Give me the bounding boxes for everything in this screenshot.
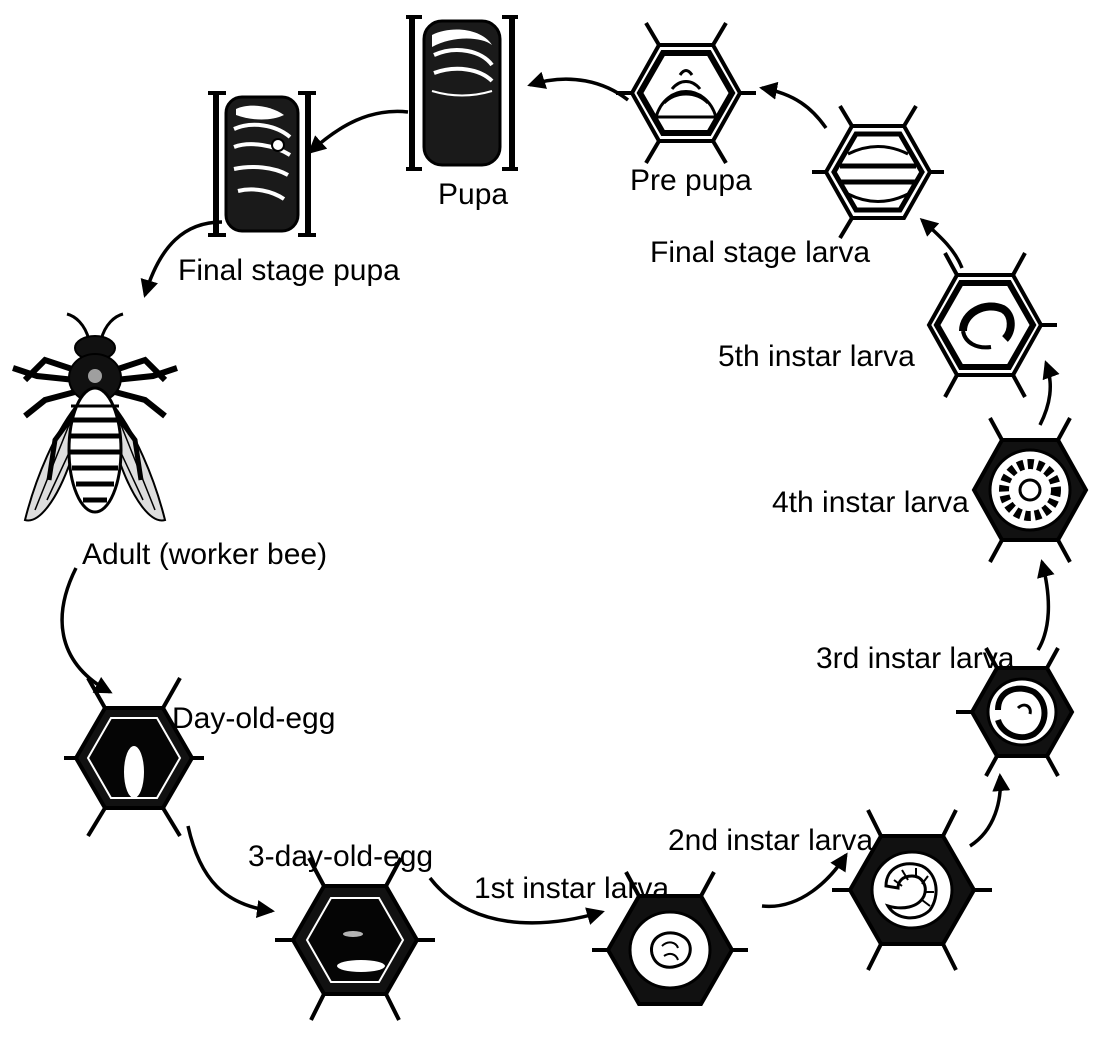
side-cell-developed-pupa-icon bbox=[208, 93, 316, 235]
stage-label-final-stage-larva: Final stage larva bbox=[650, 236, 870, 269]
stage-label-3rd-instar-larva: 3rd instar larva bbox=[816, 642, 1015, 675]
hex-cell-capped-prepupa-icon bbox=[616, 23, 756, 163]
arrow-adult-to-day-old-egg bbox=[62, 568, 110, 692]
stage-label-2nd-instar-larva: 2nd instar larva bbox=[668, 824, 873, 857]
stage-label-pupa: Pupa bbox=[438, 178, 508, 211]
arrow-final-larva-to-pre-pupa bbox=[762, 88, 826, 128]
stage-label-3-day-old-egg: 3-day-old-egg bbox=[248, 840, 433, 873]
hex-cell-large-larva-icon bbox=[929, 253, 1057, 397]
arrow-5th-instar-to-final-larva bbox=[922, 220, 962, 268]
stage-label-final-stage-pupa: Final stage pupa bbox=[178, 254, 400, 287]
stage-label-pre-pupa: Pre pupa bbox=[630, 164, 752, 197]
arrow-pre-pupa-to-pupa bbox=[530, 79, 628, 100]
hex-cell-stretched-larva-icon bbox=[812, 106, 944, 238]
hex-cell-larva-ring-icon bbox=[974, 418, 1086, 562]
arrow-4th-instar-to-5th-instar bbox=[1040, 363, 1050, 425]
side-cell-pupa-icon bbox=[406, 17, 518, 169]
arrow-2nd-instar-to-3rd-instar bbox=[970, 776, 1000, 846]
stage-label-day-old-egg: Day-old-egg bbox=[172, 702, 335, 735]
arrow-1st-instar-to-2nd-instar bbox=[762, 855, 846, 906]
hex-cell-egg-lying-icon bbox=[275, 858, 435, 1020]
stage-label-5th-instar-larva: 5th instar larva bbox=[718, 340, 915, 373]
stage-label-adult: Adult (worker bee) bbox=[82, 538, 327, 571]
stage-label-4th-instar-larva: 4th instar larva bbox=[772, 486, 969, 519]
worker-bee-icon bbox=[13, 314, 177, 520]
stage-label-1st-instar-larva: 1st instar larva bbox=[474, 872, 669, 905]
arrow-3rd-instar-to-4th-instar bbox=[1038, 562, 1048, 650]
arrow-pupa-to-final-pupa bbox=[310, 111, 408, 152]
